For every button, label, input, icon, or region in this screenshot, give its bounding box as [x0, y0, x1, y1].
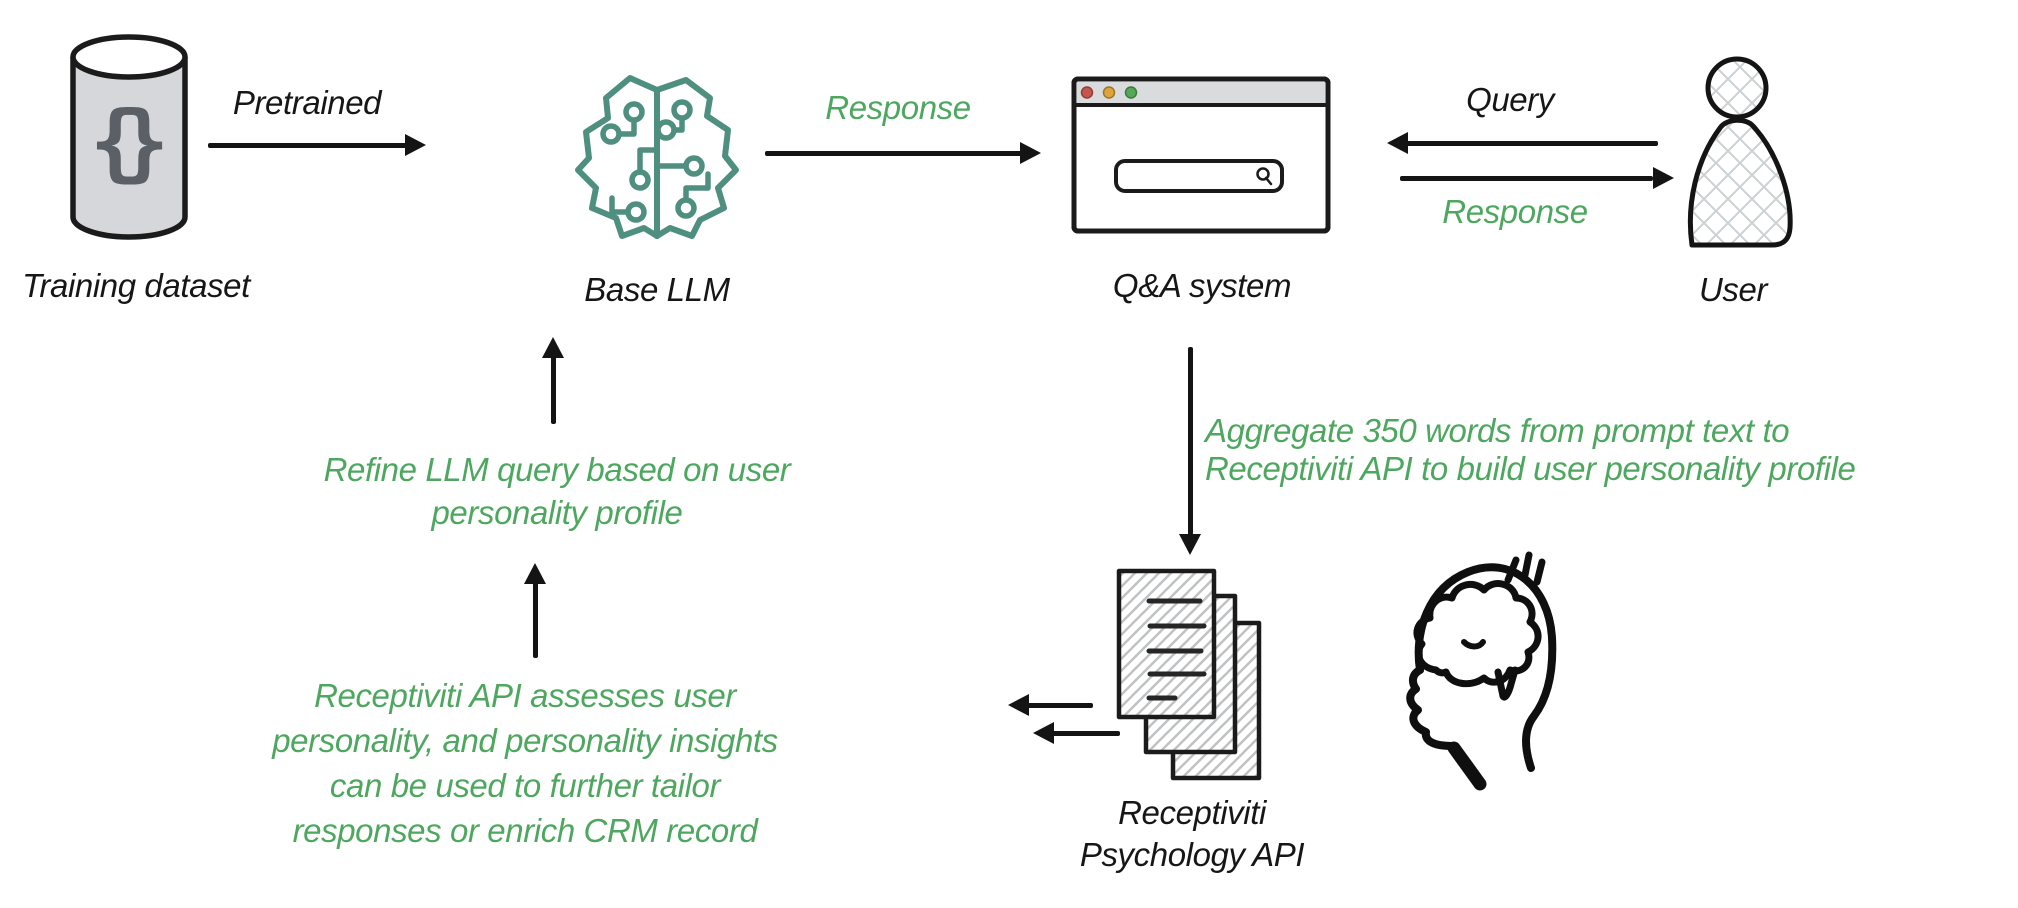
documents-stack-icon	[1116, 568, 1262, 781]
magnifier-icon	[1256, 167, 1273, 186]
circuit-brain-icon	[575, 75, 739, 239]
qa-system-label: Q&A system	[1112, 267, 1292, 304]
head-brain-icon	[1406, 551, 1557, 791]
database-icon: { }	[70, 34, 188, 240]
assess-line-1: Receptiviti API assesses user	[314, 677, 736, 714]
qa-to-receptiviti-arrow	[1179, 347, 1202, 555]
search-bar	[1114, 159, 1284, 193]
pretrained-label: Pretrained	[232, 84, 382, 121]
user-label: User	[1698, 271, 1768, 308]
refine-line-1: Refine LLM query based on user	[323, 451, 791, 488]
assess-to-refine-arrow	[524, 563, 547, 658]
brace-left-glyph: {	[90, 93, 141, 191]
refine-line-2: personality profile	[431, 494, 683, 531]
refine-to-basellm-arrow	[542, 337, 565, 424]
receptiviti-output-arrow-upper	[1008, 694, 1094, 717]
browser-window-icon	[1071, 76, 1331, 234]
assess-line-2: personality, and personality insights	[272, 722, 778, 759]
window-dot-red	[1080, 86, 1094, 99]
llm-response-label: Response	[825, 89, 971, 126]
aggregate-line-2: Receptiviti API to build user personalit…	[1205, 450, 1856, 487]
brace-right-glyph: }	[119, 93, 170, 191]
base-llm-label: Base LLM	[584, 271, 730, 308]
emphasis-ticks	[1504, 551, 1546, 586]
user-query-arrow	[1387, 132, 1658, 155]
assess-line-4: responses or enrich CRM record	[292, 812, 758, 849]
pretrained-arrow	[208, 134, 426, 157]
receptiviti-label-line-1: Receptiviti	[1118, 794, 1266, 831]
window-dot-green	[1124, 86, 1138, 99]
receptiviti-label-line-2: Psychology API	[1079, 836, 1305, 873]
user-response-label: Response	[1442, 193, 1588, 230]
query-label: Query	[1466, 81, 1554, 118]
person-icon	[1687, 56, 1793, 248]
document-text-lines	[1146, 598, 1207, 701]
llm-response-arrow	[765, 142, 1041, 165]
window-dot-yellow	[1102, 86, 1116, 99]
aggregate-line-1: Aggregate 350 words from prompt text to	[1205, 412, 1790, 449]
user-response-arrow	[1400, 167, 1674, 190]
receptiviti-output-arrow-lower	[1033, 722, 1121, 745]
assess-line-3: can be used to further tailor	[329, 767, 721, 804]
training-dataset-label: Training dataset	[22, 267, 250, 304]
